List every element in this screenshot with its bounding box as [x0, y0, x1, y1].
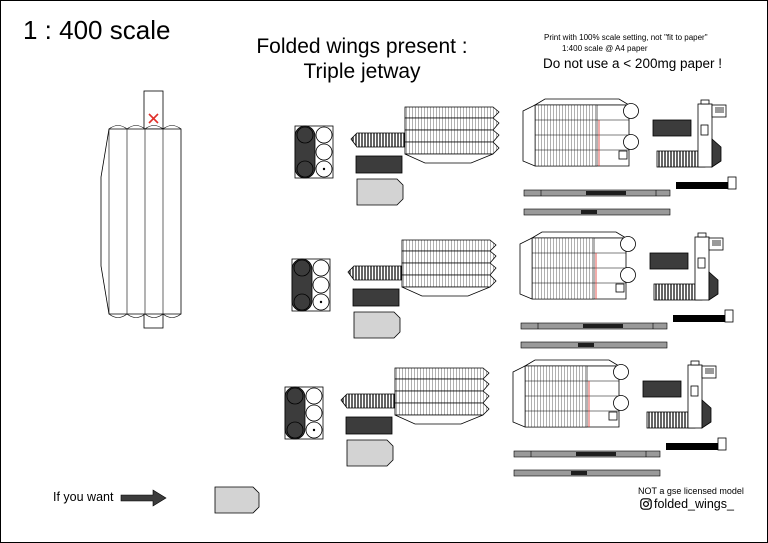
white-tab [727, 176, 737, 190]
optional-part-label: If you want [53, 490, 114, 504]
rotunda-section [522, 98, 639, 167]
page-title: Folded wings present : Triple jetway [249, 34, 475, 84]
base-piece [100, 90, 182, 329]
title-line-2: Triple jetway [303, 60, 421, 83]
wheel-strip [294, 125, 334, 179]
dark-block-small [652, 119, 692, 137]
instagram-icon [640, 498, 652, 510]
x-mark-icon [148, 113, 159, 124]
rail-strip-2 [523, 208, 671, 216]
scale-title: 1 : 400 scale [23, 15, 171, 45]
print-note: Print with 100% scale setting, not "fit … [544, 33, 708, 42]
instagram-handle: folded_wings_ [640, 497, 734, 511]
tunnel-section [404, 106, 500, 164]
instagram-handle-text: folded_wings_ [654, 497, 734, 511]
black-bar [676, 182, 728, 189]
right-arrow-icon [120, 489, 167, 507]
jetway-part-set-3 [284, 359, 727, 477]
dark-block [355, 155, 403, 174]
jetway-part-set-1 [294, 98, 737, 216]
base-body [100, 128, 182, 315]
optional-light-block [214, 486, 260, 514]
cab-section [656, 99, 727, 168]
scale-paper-note: 1:400 scale @ A4 paper [562, 44, 648, 53]
license-note: NOT a gse licensed model [638, 486, 744, 496]
paper-warning: Do not use a < 200mg paper ! [543, 56, 722, 71]
tunnel-dark-end [350, 132, 406, 148]
base-tab-top [143, 90, 164, 130]
light-block [356, 178, 404, 206]
jetway-part-set-2 [291, 231, 734, 349]
title-line-1: Folded wings present : [256, 35, 468, 58]
rail-strip-1 [523, 189, 671, 197]
